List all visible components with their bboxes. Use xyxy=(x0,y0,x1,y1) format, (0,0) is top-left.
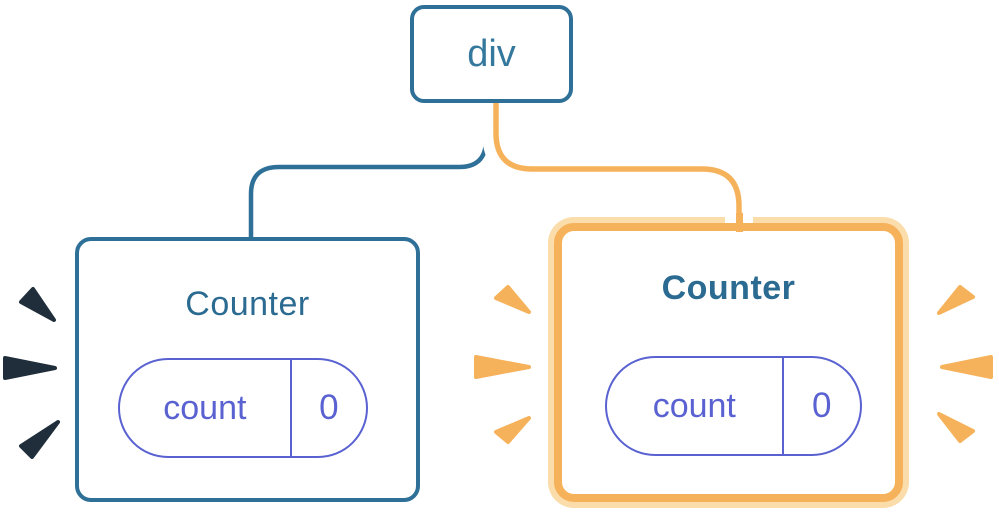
pill-divider xyxy=(781,358,784,454)
edge-to-right-counter xyxy=(493,100,742,230)
plain-counter-sparks xyxy=(3,287,60,459)
counter-title: Counter xyxy=(661,269,796,307)
pill-divider xyxy=(289,360,292,456)
root-node: div xyxy=(410,5,573,103)
edge-to-left-counter xyxy=(248,103,489,240)
spark-icon xyxy=(937,412,975,443)
highlight-counter-sparks xyxy=(474,285,993,444)
state-key-label: count xyxy=(163,388,247,427)
state-value: 0 xyxy=(812,386,832,425)
spark-icon xyxy=(3,356,57,380)
edge-to-right-counter-casing xyxy=(482,100,753,226)
state-key-label: count xyxy=(652,386,736,425)
counter-card-left: Counter count 0 xyxy=(75,237,420,502)
counter-title: Counter xyxy=(185,285,310,323)
root-node-label: div xyxy=(467,32,516,75)
edge-core-overlap xyxy=(736,213,743,232)
spark-icon xyxy=(937,285,975,315)
state-value: 0 xyxy=(319,388,339,427)
spark-icon xyxy=(19,287,56,322)
state-pill: count 0 xyxy=(118,358,368,458)
state-pill: count 0 xyxy=(605,356,862,456)
spark-icon xyxy=(19,420,60,459)
spark-icon xyxy=(940,355,993,379)
counter-card-right: Counter count 0 xyxy=(548,217,909,508)
spark-icon xyxy=(494,416,531,444)
spark-icon xyxy=(494,285,531,314)
spark-icon xyxy=(474,355,531,379)
